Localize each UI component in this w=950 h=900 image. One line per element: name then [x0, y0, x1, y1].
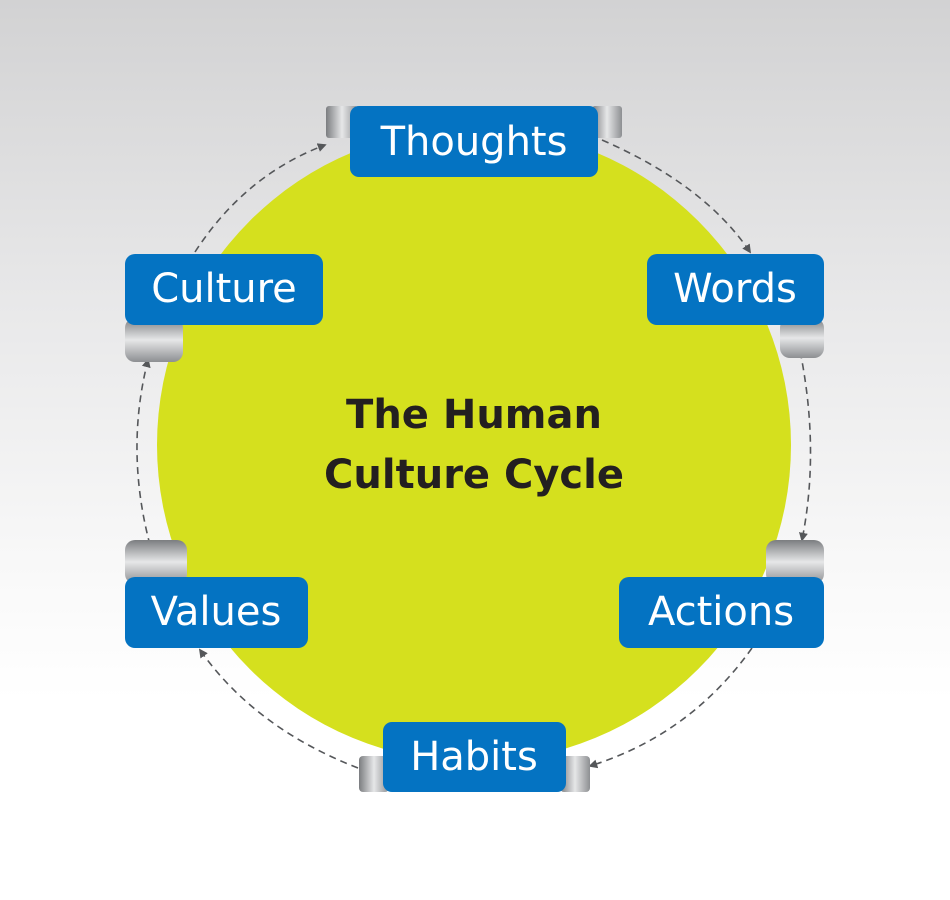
- arrow-culture-to-thoughts: [194, 143, 327, 253]
- actions-tab-top: [766, 540, 824, 584]
- stage-habits: Habits: [359, 722, 590, 792]
- thoughts-tab-right: [592, 106, 622, 138]
- stage-words: Words: [647, 254, 824, 358]
- values-box: [125, 577, 308, 648]
- stage-thoughts: Thoughts: [326, 106, 622, 177]
- actions-label: Actions: [648, 589, 794, 635]
- culture-label: Culture: [151, 266, 297, 312]
- values-label: Values: [151, 589, 282, 635]
- arrow-values-to-culture: [136, 358, 151, 546]
- habits-tab-right: [560, 756, 590, 792]
- words-box: [647, 254, 824, 325]
- center-circle: [157, 128, 791, 762]
- habits-box: [383, 722, 566, 792]
- culture-box: [125, 254, 323, 325]
- diagram-title-line2: Culture Cycle: [324, 452, 624, 498]
- words-tab-bottom: [780, 318, 824, 358]
- words-label: Words: [673, 266, 797, 312]
- arrow-words-to-actions: [794, 327, 812, 542]
- thoughts-box: [350, 106, 598, 177]
- arrow-actions-to-habits: [588, 647, 753, 769]
- stage-values: Values: [125, 540, 308, 648]
- values-tab-top: [125, 540, 187, 584]
- culture-tab-bottom: [125, 318, 183, 362]
- stage-culture: Culture: [125, 254, 323, 362]
- actions-box: [619, 577, 824, 648]
- habits-tab-left: [359, 756, 389, 792]
- arrow-habits-to-values: [198, 648, 359, 769]
- arrow-thoughts-to-words: [601, 139, 752, 254]
- stage-actions: Actions: [619, 540, 824, 648]
- thoughts-label: Thoughts: [380, 119, 568, 165]
- diagram-title-line1: The Human: [346, 392, 602, 438]
- habits-label: Habits: [410, 734, 538, 780]
